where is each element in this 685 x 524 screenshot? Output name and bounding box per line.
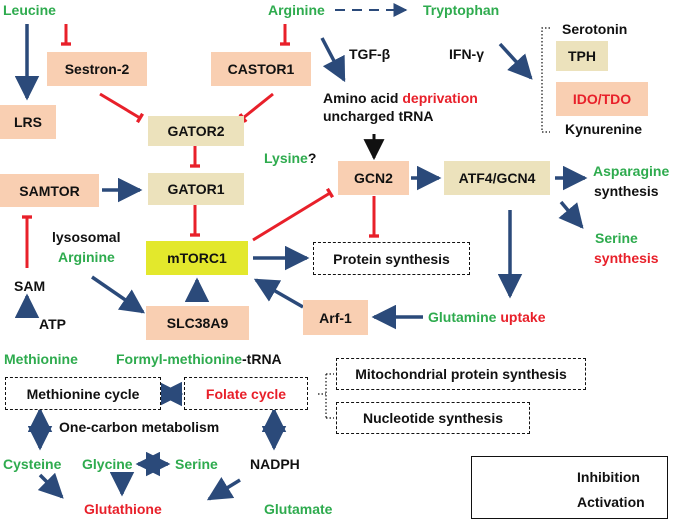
trna-text: -tRNA xyxy=(242,351,282,367)
gator1-node: GATOR1 xyxy=(148,173,244,205)
legend-activation-label: Activation xyxy=(577,494,645,510)
nadph-label: NADPH xyxy=(250,456,300,472)
kynurenine-label: Kynurenine xyxy=(565,121,643,137)
lysosomal-arginine-label: Arginine xyxy=(58,249,115,265)
formyl-methionine-trna-label: Formyl-methionine-tRNA xyxy=(116,351,282,367)
amino-acid-text: Amino acid xyxy=(323,90,403,106)
gator2-node: GATOR2 xyxy=(148,116,244,146)
arf1-node: Arf-1 xyxy=(303,300,368,335)
one-carbon-label: One-carbon metabolism xyxy=(59,419,220,435)
glycine-label: Glycine xyxy=(82,456,133,472)
tph-node: TPH xyxy=(556,41,608,71)
mtorc1-node: mTORC1 xyxy=(146,241,248,275)
serine-onecarbon-label: Serine xyxy=(175,456,218,472)
nucleotide-synthesis-box: Nucleotide synthesis xyxy=(336,402,530,434)
arrow-arginine-slc38a9 xyxy=(91,275,146,314)
lrs-node: LRS xyxy=(0,105,56,139)
arrow-arginine-amino-acid xyxy=(320,37,346,83)
uptake-text: uptake xyxy=(500,309,546,325)
serine-label: Serine xyxy=(595,230,638,246)
arrow-cysteine-glutathione xyxy=(37,472,64,499)
serotonin-label: Serotonin xyxy=(562,21,628,37)
legend xyxy=(471,456,668,519)
bracket-tryptophan-products xyxy=(541,27,550,133)
arrow-arf1-mtorc1 xyxy=(253,278,304,309)
bracket-folate-products xyxy=(318,373,334,419)
glutamine-uptake-label: Glutamine uptake xyxy=(428,309,545,325)
ido-tdo-node: IDO/TDO xyxy=(556,82,648,116)
glutathione-label: Glutathione xyxy=(84,501,162,517)
inhibit-mtorc1-gcn2 xyxy=(252,187,335,242)
glutamate-label: Glutamate xyxy=(264,501,333,517)
uncharged-trna-label: uncharged tRNA xyxy=(323,108,434,124)
arrow-ifn-tph xyxy=(498,42,533,80)
castor1-node: CASTOR1 xyxy=(211,52,311,86)
inhibit-castor1-gator2 xyxy=(238,92,274,123)
atf4-gcn4-node: ATF4/GCN4 xyxy=(444,161,550,195)
asparagine-synthesis-label: synthesis xyxy=(594,183,659,199)
atp-label: ATP xyxy=(39,316,66,332)
mito-protein-synthesis-box: Mitochondrial protein synthesis xyxy=(336,358,586,390)
tgf-beta-label: TGF-β xyxy=(349,46,391,62)
lysine-text: Lysine xyxy=(264,150,308,166)
arrow-atf4-serine xyxy=(558,200,584,229)
cysteine-label: Cysteine xyxy=(3,456,62,472)
amino-acid-deprivation-label: Amino acid deprivation xyxy=(323,90,478,106)
methionine-cycle-box: Methionine cycle xyxy=(5,377,161,410)
asparagine-label: Asparagine xyxy=(593,163,670,179)
glutamine-text: Glutamine xyxy=(428,309,501,325)
serine-synthesis-label: synthesis xyxy=(594,250,659,266)
deprivation-text: deprivation xyxy=(402,90,478,106)
samtor-node: SAMTOR xyxy=(0,174,99,207)
sam-label: SAM xyxy=(14,278,46,294)
protein-synthesis-box: Protein synthesis xyxy=(313,242,470,275)
lysosomal-label: lysosomal xyxy=(52,229,121,245)
folate-cycle-box: Folate cycle xyxy=(184,377,308,410)
arginine-label: Arginine xyxy=(268,2,325,18)
lysine-label: Lysine? xyxy=(264,150,316,166)
gcn2-node: GCN2 xyxy=(338,161,409,195)
sestron2-node: Sestron-2 xyxy=(47,52,147,86)
arrow-nadph-glutathione xyxy=(206,477,241,501)
leucine-label: Leucine xyxy=(3,2,56,18)
lysine-question: ? xyxy=(307,150,317,166)
slc38a9-node: SLC38A9 xyxy=(146,306,249,340)
ifn-gamma-label: IFN-γ xyxy=(449,46,484,62)
legend-inhibition-label: Inhibition xyxy=(577,469,640,485)
methionine-label: Methionine xyxy=(4,351,78,367)
tryptophan-label: Tryptophan xyxy=(423,2,500,18)
inhibit-sestron2-gator2 xyxy=(99,92,145,124)
formyl-methionine-text: Formyl-methionine xyxy=(116,351,243,367)
